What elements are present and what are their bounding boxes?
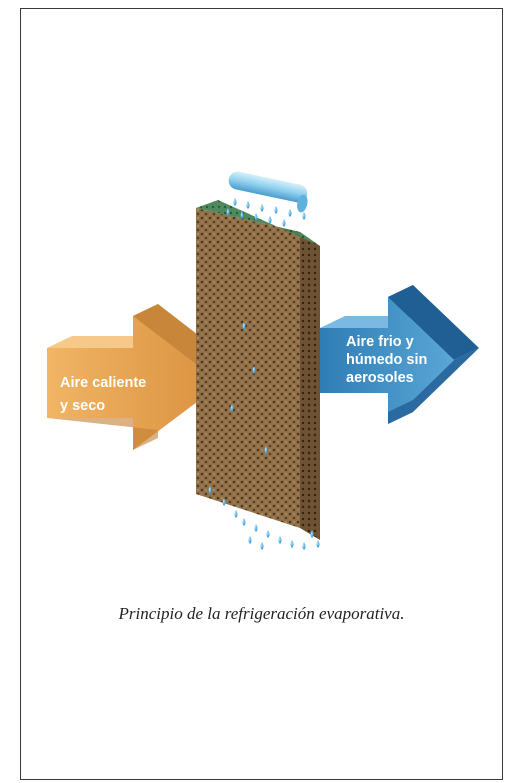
water-droplets xyxy=(208,198,320,550)
cold-air-label-line-2: húmedo sin xyxy=(346,352,427,368)
water-pipe xyxy=(228,171,308,213)
cold-air-label-line-1: Aire frio y xyxy=(346,334,414,350)
figure-caption: Principio de la refrigeración evaporativ… xyxy=(118,604,405,623)
hot-air-label-line-1: Aire caliente xyxy=(60,375,146,391)
cold-air-arrow xyxy=(320,285,479,424)
hot-air-label: Aire caliente y seco xyxy=(60,375,150,414)
evaporative-pad xyxy=(196,200,320,540)
cold-air-label: Aire frio y húmedo sin aerosoles xyxy=(346,334,431,386)
cold-air-label-line-3: aerosoles xyxy=(346,370,414,386)
hot-air-label-line-2: y seco xyxy=(60,398,105,414)
